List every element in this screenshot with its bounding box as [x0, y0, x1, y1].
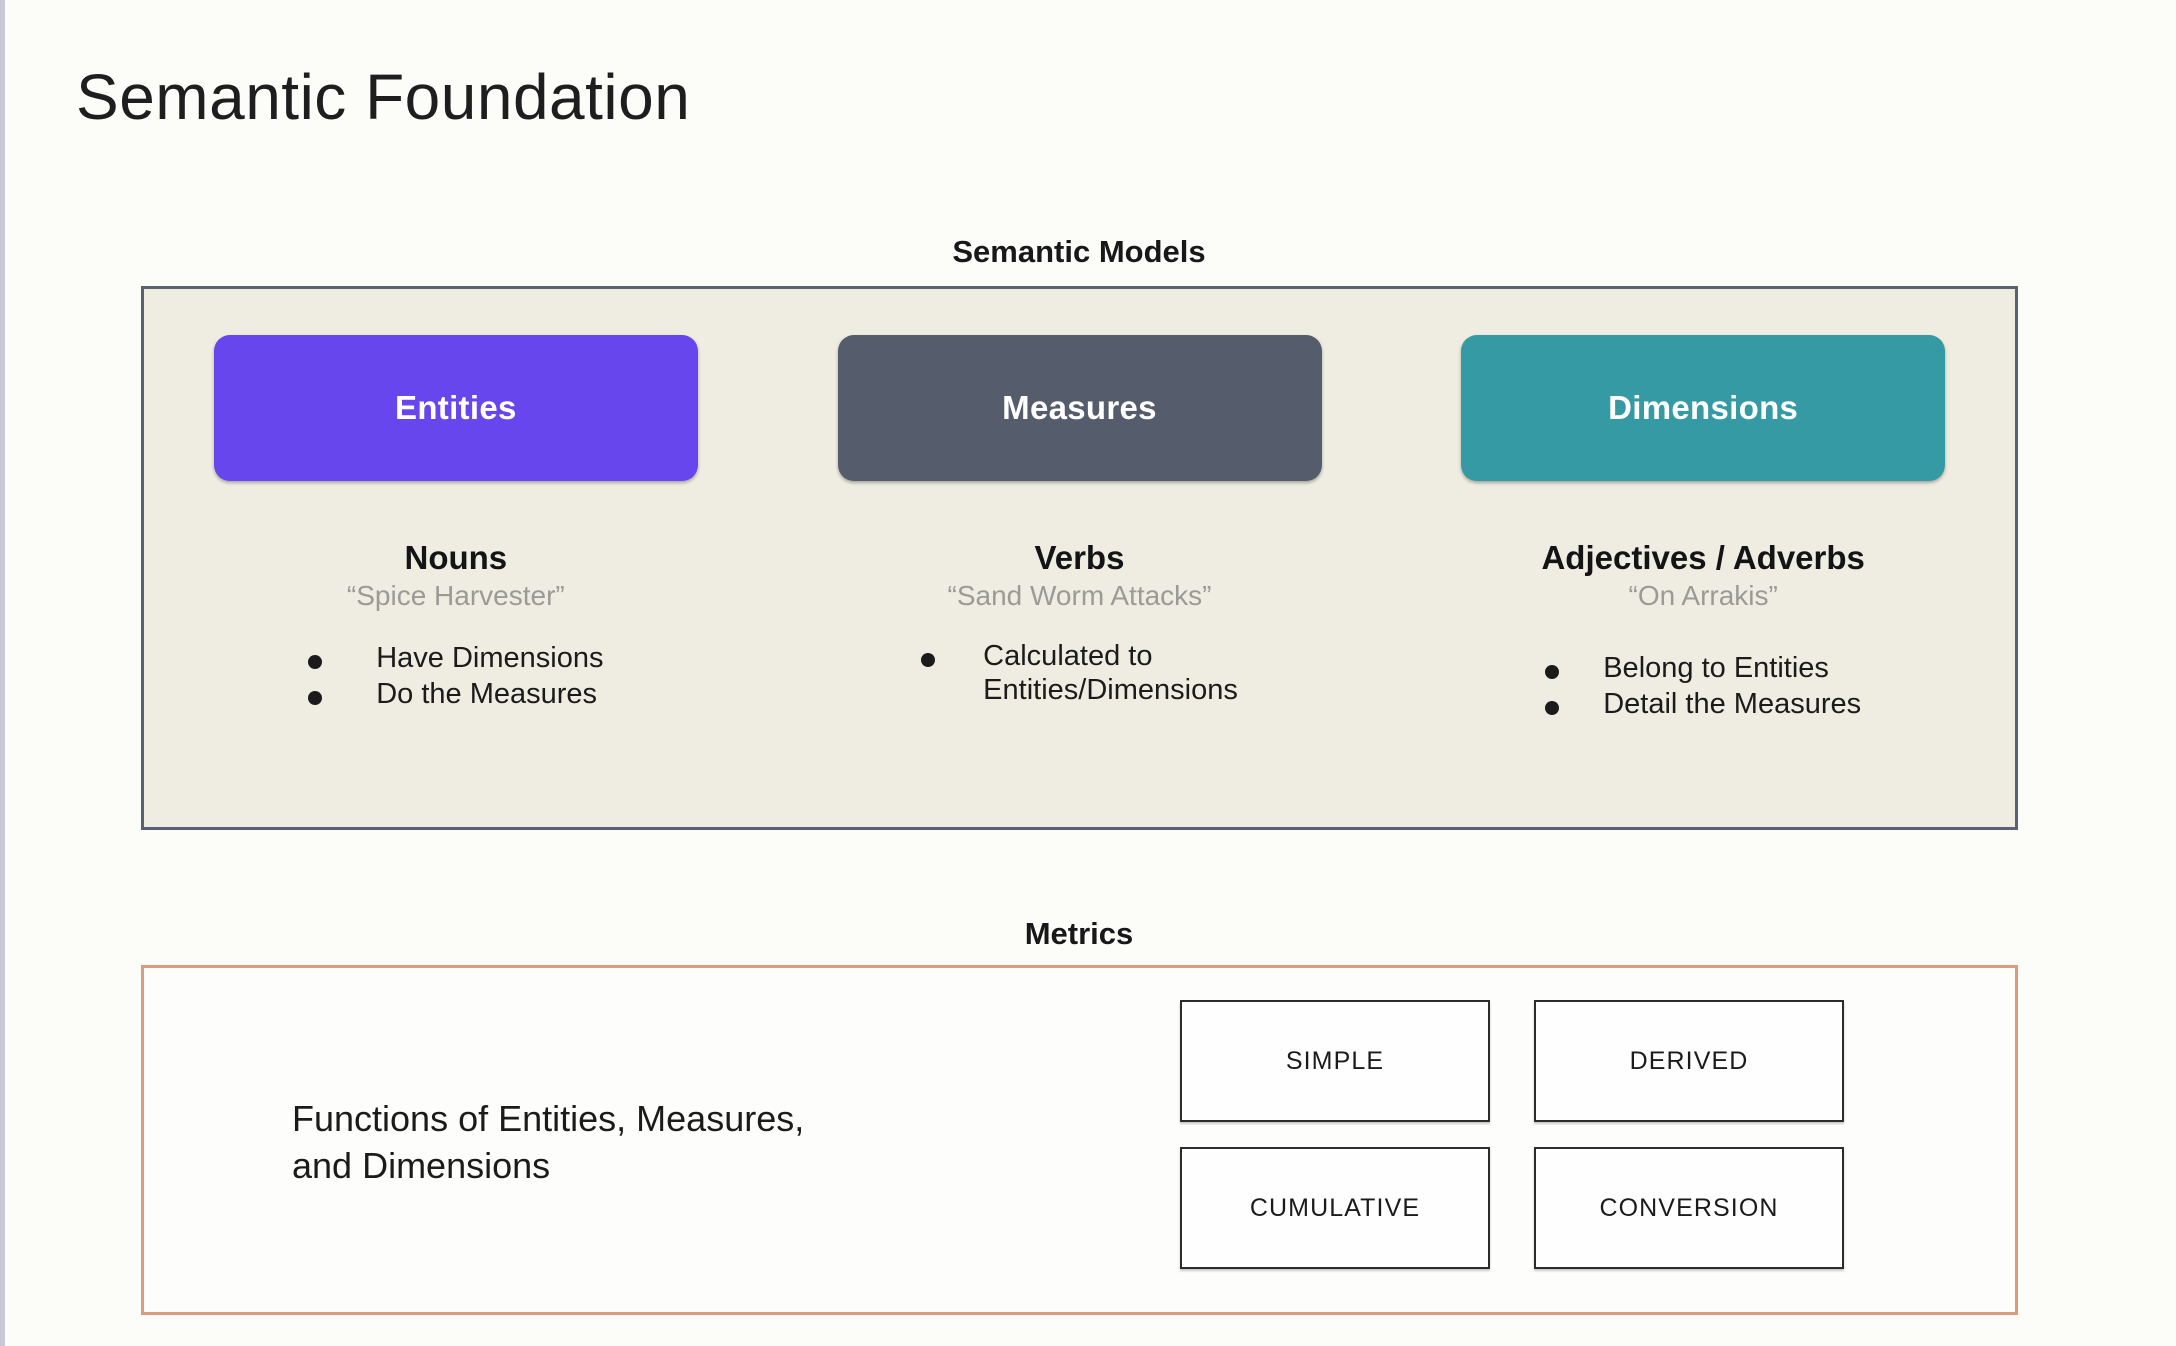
list-item: Detail the Measures: [1545, 688, 1861, 722]
bullet-dot-icon: [308, 690, 323, 705]
metric-type-cumulative[interactable]: CUMULATIVE: [1180, 1147, 1490, 1269]
list-item: Do the Measures: [308, 678, 603, 712]
metrics-section-header: Metrics: [1024, 916, 1134, 951]
dimensions-bullet-list: Belong to Entities Detail the Measures: [1545, 652, 1861, 724]
dimensions-example: “On Arrakis”: [1628, 579, 1778, 611]
entities-bullet-list: Have Dimensions Do the Measures: [308, 642, 603, 714]
bullet-dot-icon: [308, 655, 323, 670]
entities-bullet-text: Have Dimensions: [376, 642, 604, 675]
entities-example: “Spice Harvester”: [346, 579, 565, 611]
left-edge-strip: [0, 0, 5, 1346]
page-title: Semantic Foundation: [76, 61, 691, 133]
dimensions-bullet-text: Detail the Measures: [1603, 687, 1862, 720]
measures-pill[interactable]: Measures: [837, 335, 1322, 481]
semantic-models-columns: Entities Nouns “Spice Harvester” Have Di…: [144, 289, 2015, 827]
metric-type-derived[interactable]: DERIVED: [1534, 1000, 1844, 1122]
measures-bullet-list: Calculated to Entities/Dimensions: [921, 640, 1238, 710]
dimensions-pill[interactable]: Dimensions: [1461, 335, 1946, 481]
semantic-models-panel: Entities Nouns “Spice Harvester” Have Di…: [141, 286, 2018, 830]
semantic-model-column-dimensions: Dimensions Adjectives / Adverbs “On Arra…: [1391, 289, 2015, 827]
metric-type-grid: SIMPLE DERIVED CUMULATIVE CONVERSION: [1180, 1000, 1844, 1269]
bullet-dot-icon: [921, 653, 936, 668]
entities-pill[interactable]: Entities: [213, 335, 698, 481]
bullet-dot-icon: [1545, 665, 1560, 680]
measures-part-of-speech: Verbs: [1034, 539, 1125, 576]
metrics-description: Functions of Entities, Measures, and Dim…: [292, 1098, 805, 1186]
list-item: Calculated to Entities/Dimensions: [921, 640, 1238, 708]
semantic-model-column-entities: Entities Nouns “Spice Harvester” Have Di…: [144, 289, 768, 827]
semantic-model-column-measures: Measures Verbs “Sand Worm Attacks” Calcu…: [768, 289, 1392, 827]
entities-part-of-speech: Nouns: [404, 539, 508, 576]
metric-type-simple[interactable]: SIMPLE: [1180, 1000, 1490, 1122]
list-item: Have Dimensions: [308, 642, 603, 676]
metric-type-conversion[interactable]: CONVERSION: [1534, 1147, 1844, 1269]
metrics-panel: Functions of Entities, Measures, and Dim…: [141, 965, 2018, 1315]
dimensions-bullet-text: Belong to Entities: [1603, 652, 1829, 685]
measures-bullet-text: Calculated to Entities/Dimensions: [983, 640, 1238, 706]
entities-bullet-text: Do the Measures: [376, 677, 598, 710]
list-item: Belong to Entities: [1545, 652, 1861, 686]
bullet-dot-icon: [1545, 700, 1560, 715]
measures-example: “Sand Worm Attacks”: [947, 579, 1212, 611]
dimensions-part-of-speech: Adjectives / Adverbs: [1541, 539, 1865, 576]
semantic-models-section-header: Semantic Models: [952, 234, 1206, 269]
